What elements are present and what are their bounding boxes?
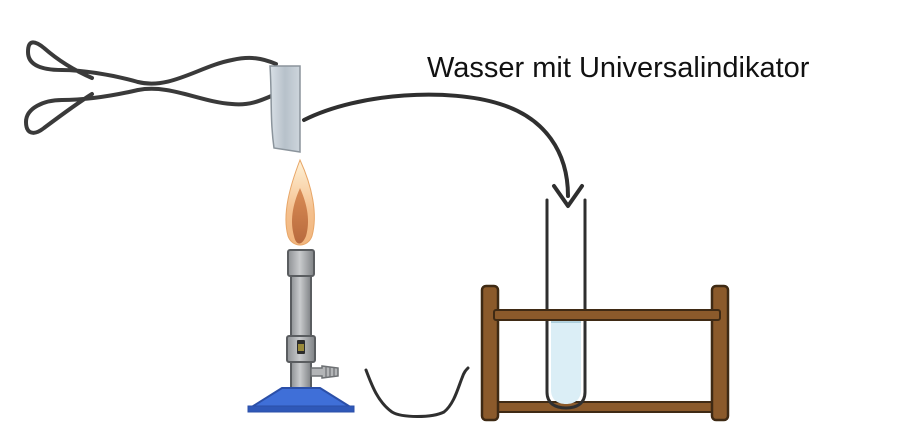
flame-icon <box>285 158 315 246</box>
test-tube-rack-front-rail <box>493 309 721 321</box>
test-tube-rack-icon <box>480 284 730 422</box>
test-tube-icon <box>545 198 587 410</box>
diagram-label: Wasser mit Universalindikator <box>427 52 810 84</box>
bunsen-burner-icon <box>247 249 355 413</box>
tongs-icon <box>24 40 278 135</box>
evaporating-dish-icon <box>364 366 470 418</box>
curved-arrow-icon <box>302 92 584 208</box>
metal-strip-icon <box>269 65 301 153</box>
